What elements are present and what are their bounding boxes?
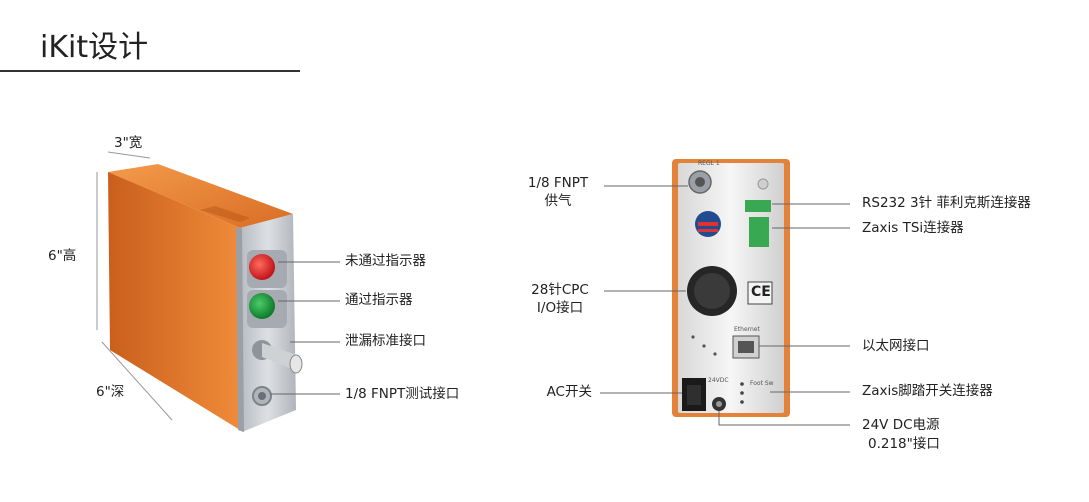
ce-mark: CE <box>751 284 771 300</box>
callout-ac-switch: AC开关 <box>546 384 592 400</box>
callout-zaxis-tsi: Zaxis TSi连接器 <box>862 220 964 236</box>
dim-height-label: 6"高 <box>48 248 77 264</box>
callout-supply-line2: 供气 <box>544 193 572 209</box>
callout-power-line1: 24V DC电源 <box>862 417 940 433</box>
title-divider <box>0 70 300 72</box>
dim-depth-label: 6"深 <box>96 384 125 400</box>
panel-print-ethernet: Ethernet <box>734 326 760 333</box>
panel-print-reg: REGL 1 <box>698 160 720 167</box>
callout-supply-line1: 1/8 FNPT <box>527 175 589 191</box>
callout-test-port: 1/8 FNPT测试接口 <box>345 386 460 402</box>
callout-pass-indicator: 通过指示器 <box>345 292 413 308</box>
callout-ethernet: 以太网接口 <box>862 338 930 354</box>
panel-print-dc: 24VDC <box>708 377 729 384</box>
panel-print-foot: Foot Sw <box>750 380 774 387</box>
dim-width-label: 3"宽 <box>114 135 143 151</box>
callout-cpc-line2: I/O接口 <box>536 300 584 316</box>
callout-rs232: RS232 3针 菲利克斯连接器 <box>862 195 1031 211</box>
callout-foot-switch: Zaxis脚踏开关连接器 <box>862 383 993 399</box>
page-title: iKit设计 <box>40 30 149 65</box>
callout-power-line2: 0.218"接口 <box>868 436 940 452</box>
callout-fail-indicator: 未通过指示器 <box>345 253 426 269</box>
callout-leak-std-port: 泄漏标准接口 <box>345 333 426 349</box>
callout-cpc-line1: 28针CPC <box>531 282 589 298</box>
